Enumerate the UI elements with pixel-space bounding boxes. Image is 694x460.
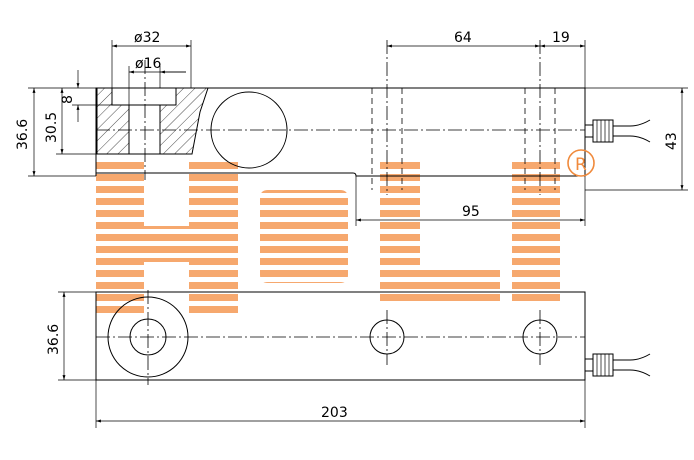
- watermark-stripe: [96, 258, 560, 265]
- dim-203: 203: [321, 405, 348, 421]
- watermark-stripe: [96, 198, 560, 205]
- cable-connector-top: [584, 119, 651, 143]
- dim-30-5: 30.5: [44, 112, 60, 143]
- dim-95: 95: [462, 204, 480, 220]
- watermark-stripe: [96, 246, 560, 253]
- watermark-letter-l: L: [430, 239, 431, 241]
- watermark-stripe: [96, 210, 560, 217]
- dim-dia-32: ø32: [134, 30, 160, 46]
- bottom-view: [95, 290, 651, 385]
- cable-connector-bottom: [584, 353, 651, 377]
- top-view: [95, 40, 651, 195]
- holi-watermark-logo: HOLI: [90, 162, 570, 325]
- watermark-stripe: [96, 222, 560, 229]
- dim-height-left: 36.6: [15, 119, 31, 150]
- dimension-lines: [28, 40, 688, 428]
- watermark-stripe: [96, 234, 560, 241]
- dim-height-bottom: 36.6: [46, 324, 62, 355]
- registered-mark-icon: ® R: [567, 149, 595, 177]
- watermark-stripe: [96, 162, 560, 169]
- dim-43: 43: [664, 132, 680, 150]
- watermark-stripe: [96, 306, 560, 313]
- watermark-stripe: [96, 186, 560, 193]
- dim-8: 8: [60, 95, 76, 104]
- watermark-stripe: [96, 174, 560, 181]
- dim-dia-16: ø16: [135, 56, 161, 72]
- watermark-stripe: [96, 282, 560, 289]
- dim-19: 19: [552, 30, 570, 46]
- dim-64: 64: [454, 30, 472, 46]
- watermark-stripe: [96, 270, 560, 277]
- svg-text:R: R: [575, 155, 587, 175]
- watermark-stripe: [90, 318, 570, 325]
